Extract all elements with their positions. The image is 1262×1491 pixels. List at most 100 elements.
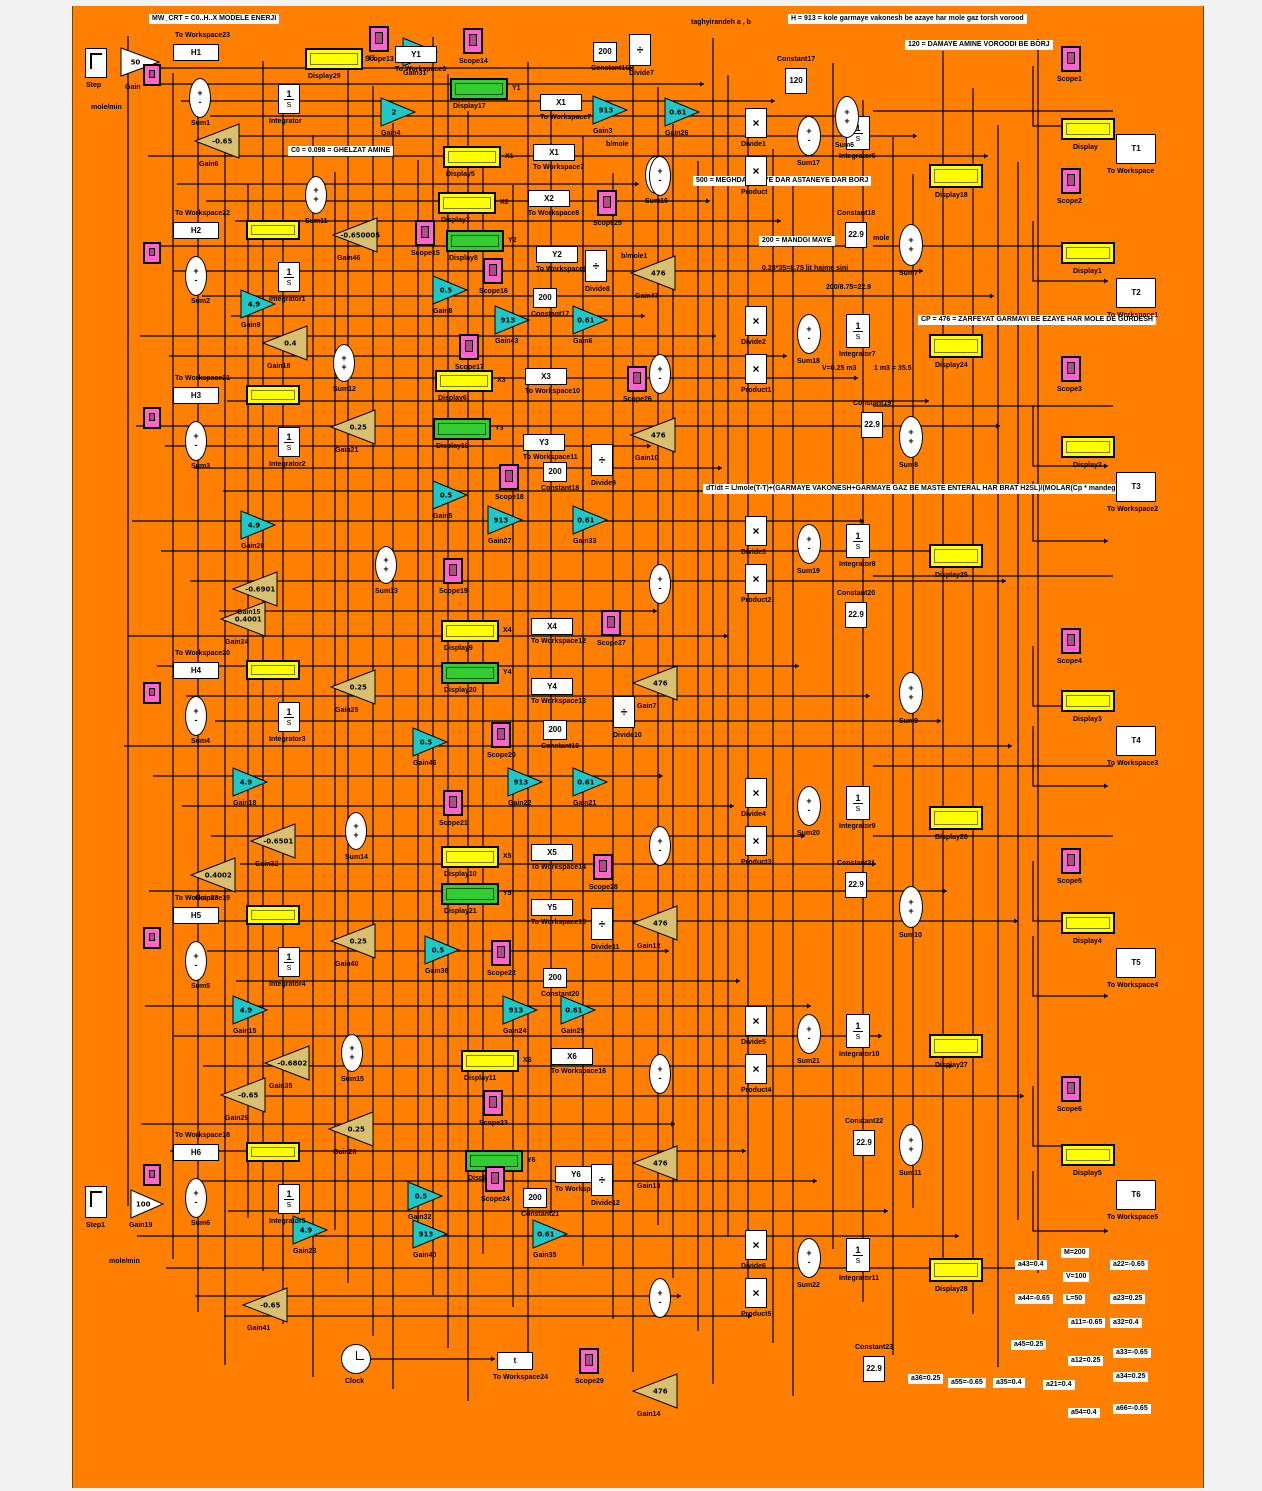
divide-tray[interactable]: × [745,1006,767,1036]
sum-temp[interactable]: ++ [899,886,923,928]
workspace-temp[interactable]: T4 [1116,726,1156,756]
constant-temp[interactable]: 22.9 [853,1130,875,1156]
gain-block-cyan[interactable]: 0.61 [664,97,701,127]
scope-block[interactable] [627,366,647,392]
sum-cp[interactable]: +- [649,156,671,196]
gain-block-tan[interactable]: -0.6501 [249,823,296,859]
constant-temp[interactable]: 22.9 [845,872,867,898]
scope-block[interactable] [499,464,519,490]
output-line[interactable] [1032,1171,1108,1232]
gain-block-tan[interactable]: 0.4002 [189,857,236,893]
divide-block[interactable]: ÷ [613,696,635,728]
gain-block-tan[interactable]: 476 [629,417,676,453]
divide-block[interactable]: ÷ [591,1164,613,1196]
sum-tray[interactable]: +- [797,314,821,354]
scope-left[interactable] [143,242,161,264]
gain-block-cyan[interactable]: 913 [412,1219,449,1249]
workspace-stream[interactable]: X3 [525,368,567,385]
constant-block[interactable]: 200 [543,462,567,482]
divide-block[interactable]: ÷ [585,250,607,282]
workspace-temp[interactable]: T3 [1116,472,1156,502]
output-line[interactable] [1032,221,1108,282]
workspace-h5[interactable]: H5 [173,907,219,924]
scope-temp[interactable] [1061,356,1081,382]
workspace-h6[interactable]: H6 [173,1144,219,1161]
gain-block-tan[interactable]: 476 [631,1145,678,1181]
scope-temp[interactable] [1061,848,1081,874]
divide-block[interactable]: ÷ [591,908,613,940]
product-tray[interactable]: × [745,826,767,856]
workspace-time[interactable]: t [497,1352,533,1370]
scope-block[interactable] [491,722,511,748]
sum-temp[interactable]: ++ [899,672,923,714]
workspace-h3[interactable]: H3 [173,387,219,404]
gain-block-tan[interactable]: 0.4001 [219,601,266,637]
workspace-temp[interactable]: T5 [1116,948,1156,978]
constant-block[interactable]: 200 [543,720,567,740]
clock-block[interactable] [341,1344,371,1374]
gain-block-tan[interactable]: -0.6802 [263,1045,310,1081]
workspace-stream[interactable]: X5 [531,844,573,861]
gain-block-cyan[interactable]: 0.61 [560,995,597,1025]
gain19-block[interactable]: 100 [130,1189,165,1219]
gain-block-cyan[interactable]: 0.5 [407,1181,444,1211]
sum-cp[interactable]: +- [649,354,671,394]
gain-block-tan[interactable]: -0.65 [193,123,240,159]
workspace-stream[interactable]: Y2 [536,246,578,263]
sum-stage5[interactable]: +- [185,941,207,981]
product-tray[interactable]: × [745,1054,767,1084]
sum-cp[interactable]: +- [649,1054,671,1094]
gain-block-cyan[interactable]: 2 [380,97,417,127]
scope-left[interactable] [143,407,161,429]
scope-block[interactable] [415,220,435,246]
scope-left[interactable] [143,64,161,86]
sum-stage3[interactable]: +- [185,421,207,461]
sum-stage1[interactable]: +- [189,78,211,118]
gain-block-tan[interactable]: 0.25 [327,1111,374,1147]
gain-block-tan[interactable]: -0.65 [241,1287,288,1323]
gain-block-tan[interactable]: 476 [629,255,676,291]
workspace-stream[interactable]: Y6 [555,1166,597,1183]
constant-block[interactable]: 200 [593,42,617,62]
scope-block[interactable] [369,26,389,52]
workspace-h1[interactable]: H1 [173,44,219,61]
divide-tray[interactable]: × [745,1230,767,1260]
output-line[interactable] [1032,66,1108,127]
scope-block[interactable] [597,190,617,216]
constant-block[interactable]: 200 [543,968,567,988]
sum-temp[interactable]: ++ [899,416,923,458]
step-block[interactable] [85,48,107,78]
gain-block-cyan[interactable]: 4.9 [240,510,277,540]
scope-temp[interactable] [1061,46,1081,72]
sum-cp[interactable]: +- [649,826,671,866]
gain-block-tan[interactable]: -0.650005 [331,217,380,253]
sum-mid[interactable]: ++ [375,546,397,584]
simulink-canvas[interactable]: 501000.529130.610.54.99130.610.54.99130.… [72,6,1204,1488]
workspace-h2[interactable]: H2 [173,222,219,239]
divide-tray[interactable]: × [745,306,767,336]
sum-tray[interactable]: +- [797,1238,821,1278]
sum-stage4[interactable]: +- [185,696,207,736]
gain-block[interactable]: 50 [120,47,161,77]
sum-mid[interactable]: ++ [333,344,355,382]
divide-block[interactable]: ÷ [591,444,613,476]
sum-tray[interactable]: +- [797,1014,821,1054]
product-tray[interactable]: × [745,156,767,186]
output-line[interactable] [1032,481,1108,542]
scope-left[interactable] [143,682,161,704]
scope-block[interactable] [443,790,463,816]
workspace-stream[interactable]: X1 [540,94,582,111]
sum-tray[interactable]: +- [797,116,821,156]
gain-block-tan[interactable]: 476 [631,905,678,941]
sum-tray[interactable]: +- [797,786,821,826]
output-line[interactable] [1032,406,1108,467]
workspace-stream[interactable]: Y4 [531,678,573,695]
scope-left[interactable] [143,1164,161,1186]
gain-block-cyan[interactable]: 913 [487,505,524,535]
gain-block-cyan[interactable]: 4.9 [232,767,269,797]
